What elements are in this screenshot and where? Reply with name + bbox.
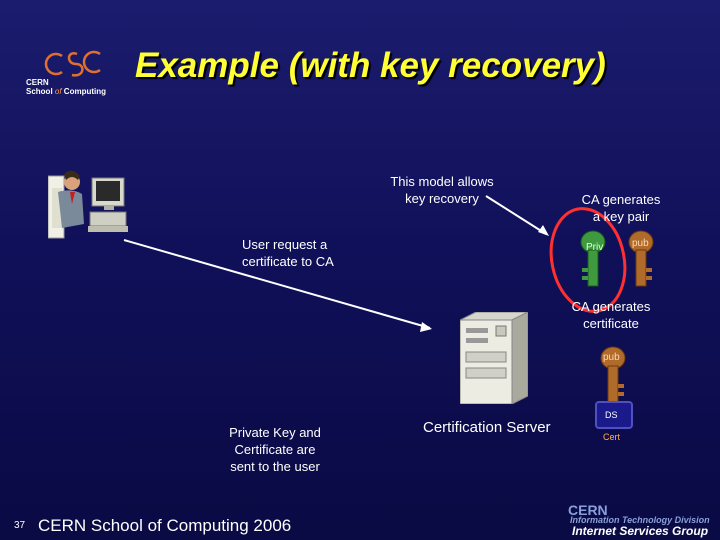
slide-title: Example (with key recovery) bbox=[135, 46, 606, 85]
it-division-logo: CERN Information Technology Division Int… bbox=[568, 502, 710, 538]
public-key-icon bbox=[628, 230, 654, 287]
digital-signature-icon bbox=[595, 401, 633, 429]
certificate-public-key-icon bbox=[600, 346, 626, 403]
private-key-icon bbox=[580, 230, 606, 287]
cert-label: Cert bbox=[603, 432, 621, 442]
request-arrow bbox=[123, 239, 431, 329]
key-recovery-highlight-circle bbox=[549, 207, 627, 313]
csc-logo-text: CERN School of Computing bbox=[26, 78, 106, 96]
csc-logo bbox=[44, 50, 101, 77]
note-model: This model allows key recovery bbox=[390, 174, 494, 206]
pub-key-label: pub bbox=[632, 238, 649, 249]
server-label: Certification Server bbox=[423, 419, 551, 436]
note-private-key: Private Key and Certificate are sent to … bbox=[229, 425, 321, 474]
cert-pub-key-label: pub bbox=[603, 352, 620, 363]
model-pointer-arrow bbox=[485, 195, 547, 235]
priv-key-label: Priv bbox=[586, 242, 604, 253]
footer-text: CERN School of Computing 2006 bbox=[38, 516, 292, 535]
page-number: 37 bbox=[14, 520, 26, 531]
certification-server-icon bbox=[460, 312, 528, 404]
note-ca-certificate: CA generates certificate bbox=[571, 299, 651, 331]
ds-label: DS bbox=[605, 410, 618, 420]
note-user-request: User request a certificate to CA bbox=[242, 237, 334, 269]
user-at-computer-icon bbox=[48, 170, 128, 239]
note-ca-keypair: CA generates a key pair bbox=[581, 192, 661, 224]
